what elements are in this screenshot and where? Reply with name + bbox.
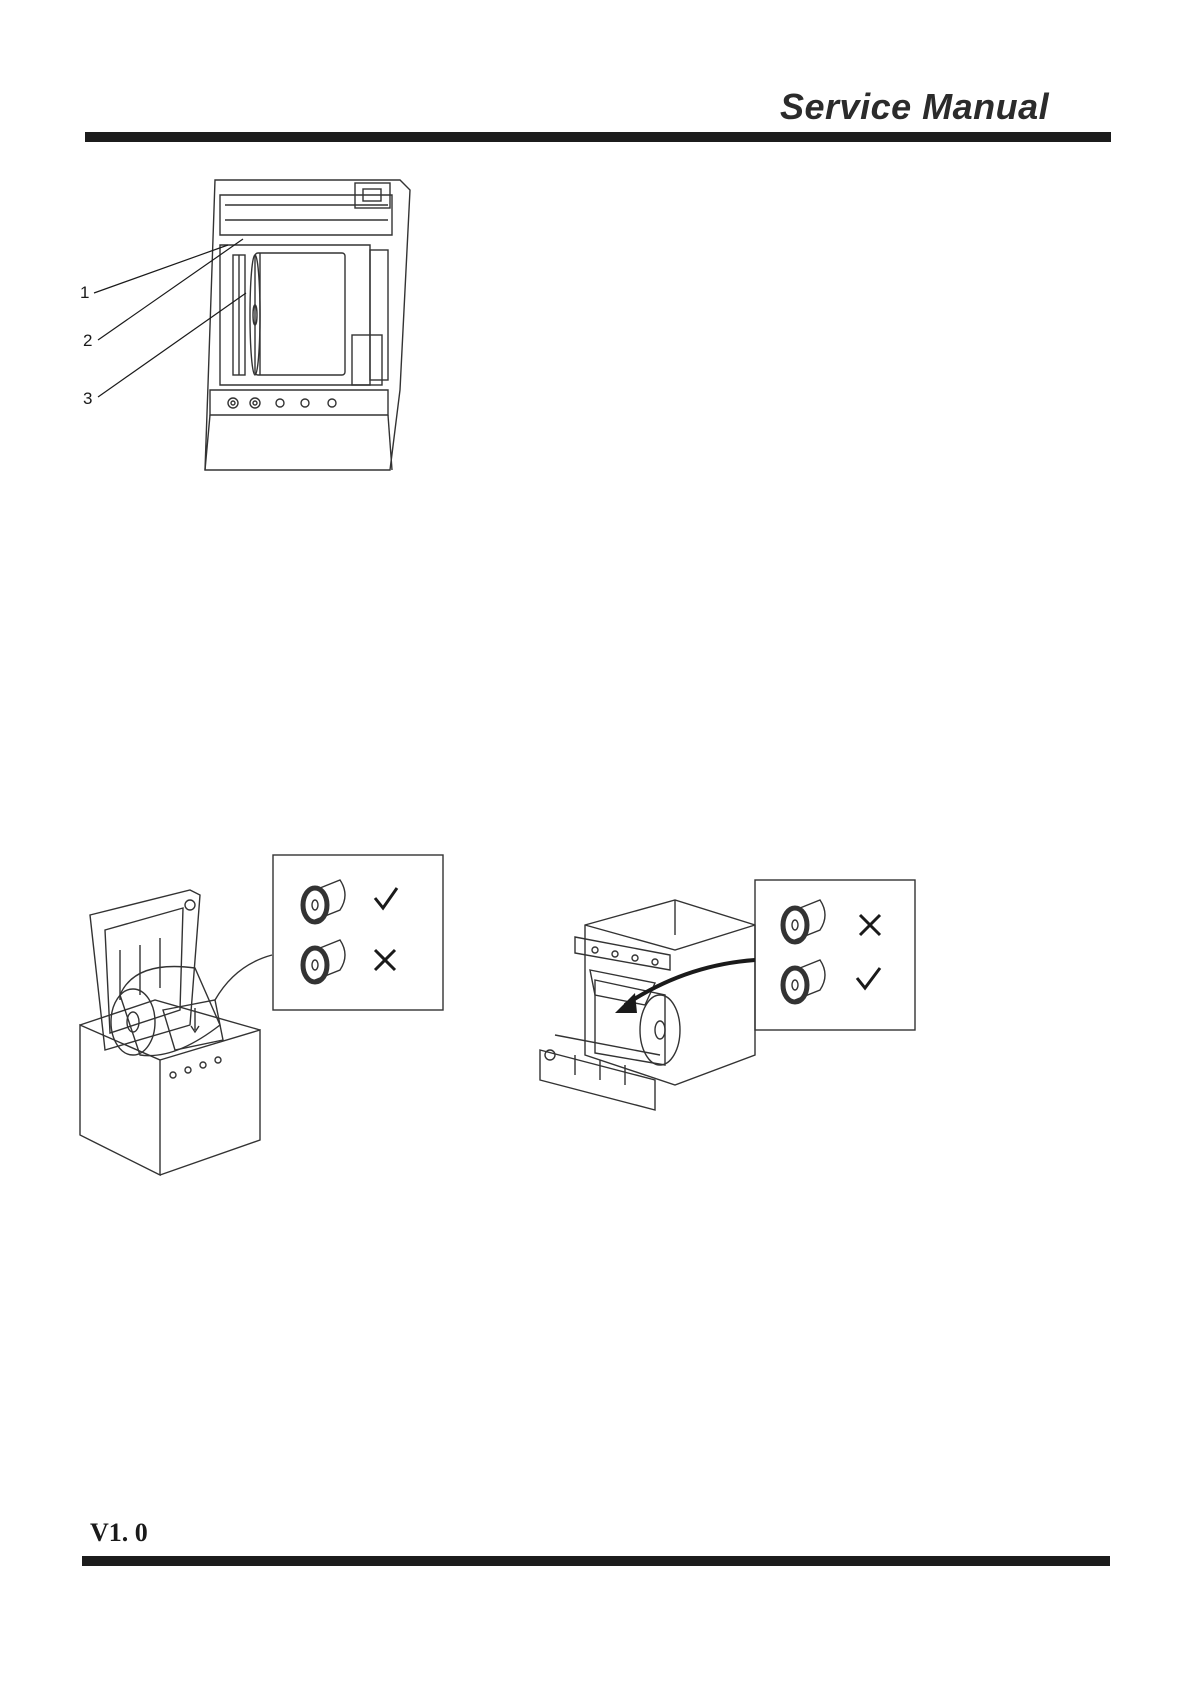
check-mark-icon bbox=[857, 968, 880, 988]
page-header-title: Service Manual bbox=[780, 86, 1100, 128]
callout-2-label: 2 bbox=[83, 331, 92, 351]
cross-mark-icon bbox=[860, 915, 880, 935]
printer-top-view-drawing bbox=[70, 175, 430, 490]
paper-loading-figure-top bbox=[75, 850, 450, 1180]
insert-arrow-icon bbox=[625, 960, 755, 1005]
callout-3-label: 3 bbox=[83, 389, 92, 409]
version-label: V1. 0 bbox=[90, 1518, 148, 1548]
callout-1-label: 1 bbox=[80, 283, 89, 303]
paper-loading-figure-front bbox=[535, 875, 965, 1175]
header-rule bbox=[85, 132, 1111, 142]
paper-loading-drawing-front bbox=[535, 875, 965, 1175]
footer-rule bbox=[82, 1556, 1110, 1566]
check-mark-icon bbox=[375, 888, 397, 908]
printer-top-view-figure: 1 2 3 bbox=[70, 175, 430, 490]
cross-mark-icon bbox=[375, 950, 395, 970]
paper-loading-drawing-top bbox=[75, 850, 450, 1180]
